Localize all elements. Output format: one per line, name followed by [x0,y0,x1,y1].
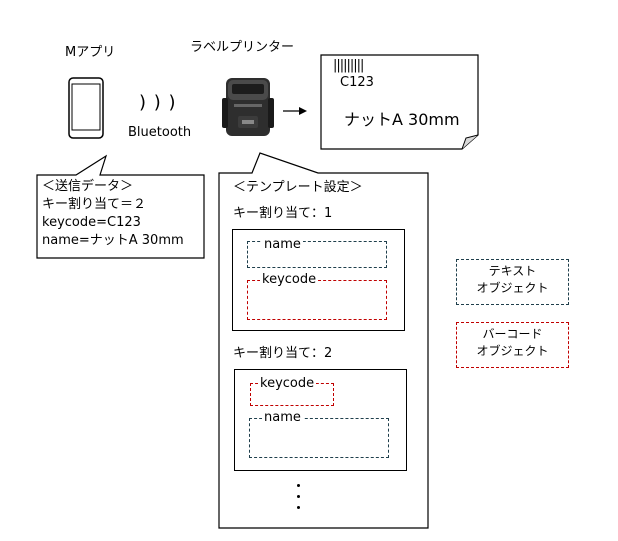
template-title: ＜テンプレート設定＞ [233,180,363,195]
legend-barcode-line2: オブジェクト [476,344,549,359]
key1-keycode-field: keycode [260,272,319,288]
key1-label: キー割り当て：1 [233,206,333,221]
bluetooth-label: Bluetooth [128,125,192,140]
key2-keycode-field: keycode [258,376,317,392]
send-data-title: ＜送信データ＞ [42,179,134,194]
key2-label: キー割り当て：2 [233,346,333,361]
send-data-line2: keycode=C123 [42,215,141,230]
key1-name-field: name [262,237,303,253]
label-text: ナットA 30mm [344,110,460,129]
legend-barcode-line1: バーコード [482,327,543,341]
key1-name-object [247,241,387,268]
legend-text-line2: オブジェクト [476,281,549,296]
legend-text-line1: テキスト [488,264,537,278]
key2-name-field: name [262,410,303,426]
key1-template [232,229,405,331]
more-ellipsis [296,484,304,517]
print-arrow [283,101,307,115]
label-code: C123 [340,75,374,90]
label-barcode: ||||||||| [333,58,364,73]
key2-template [234,369,407,471]
send-data-line3: name=ナットA 30mm [42,233,184,248]
legend-text-object: テキスト オブジェクト [456,259,569,305]
app-label: Mアプリ [65,45,116,60]
key2-name-object [249,418,389,458]
send-data-callout [36,152,206,260]
printer-label: ラベルプリンター [190,40,295,55]
label-printer-icon [222,76,274,138]
send-data-line1: キー割り当て＝２ [42,197,147,212]
bluetooth-waves: ) ) ) [139,92,177,113]
printed-label [320,54,480,150]
smartphone-icon [68,77,104,139]
legend-barcode-object: バーコード オブジェクト [456,322,569,368]
